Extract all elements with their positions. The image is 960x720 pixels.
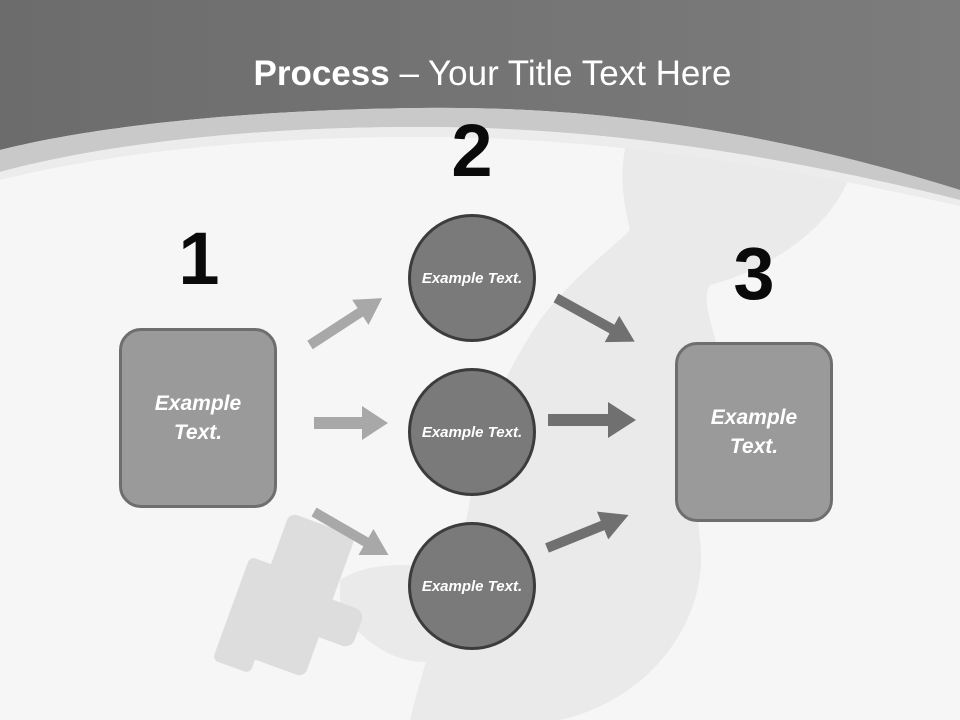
step-number-3: 3 — [733, 232, 775, 315]
arrow-1-to-2b — [314, 406, 388, 440]
arrow-1-to-2c — [311, 507, 389, 555]
slide-title: Process – Your Title Text Here — [0, 50, 960, 98]
circle-item-1-text: Example Text. — [421, 269, 523, 287]
header-band — [0, 0, 960, 190]
circle-item-3: Example Text. — [408, 522, 536, 650]
circle-item-2-text: Example Text. — [421, 423, 523, 441]
title-bold: Process — [253, 54, 390, 93]
circle-item-2: Example Text. — [408, 368, 536, 496]
step-box-1: Example Text. — [119, 328, 277, 508]
circle-item-3-text: Example Text. — [421, 577, 523, 595]
title-dash: – — [389, 54, 428, 93]
title-rest: Your Title Text Here — [428, 54, 732, 93]
step-box-3-text: Example Text. — [710, 406, 798, 458]
dumbbell-silhouette — [214, 514, 363, 676]
arrow-2b-to-3 — [548, 402, 636, 438]
circle-item-1: Example Text. — [408, 214, 536, 342]
step-number-2: 2 — [451, 109, 493, 192]
arrow-2c-to-3 — [545, 511, 629, 553]
arrows-layer — [307, 293, 636, 555]
step-number-1: 1 — [178, 217, 220, 300]
step-box-1-text: Example Text. — [154, 392, 242, 444]
header-wave — [0, 107, 960, 200]
arrow-2a-to-3 — [553, 293, 635, 343]
arrow-1-to-2a — [307, 298, 383, 350]
step-box-3: Example Text. — [675, 342, 833, 522]
